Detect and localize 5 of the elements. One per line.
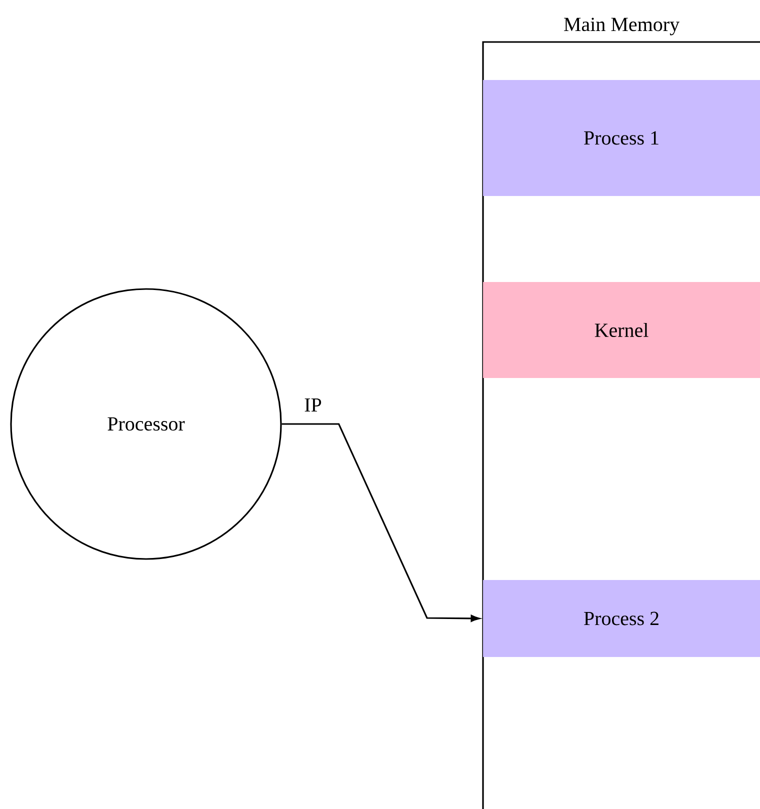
memory-block: Process 2: [483, 580, 760, 657]
memory-block: Kernel: [483, 282, 760, 378]
edge-label: IP: [304, 398, 322, 412]
memory-block: Process 1: [483, 80, 760, 196]
arrow: [282, 423, 480, 622]
